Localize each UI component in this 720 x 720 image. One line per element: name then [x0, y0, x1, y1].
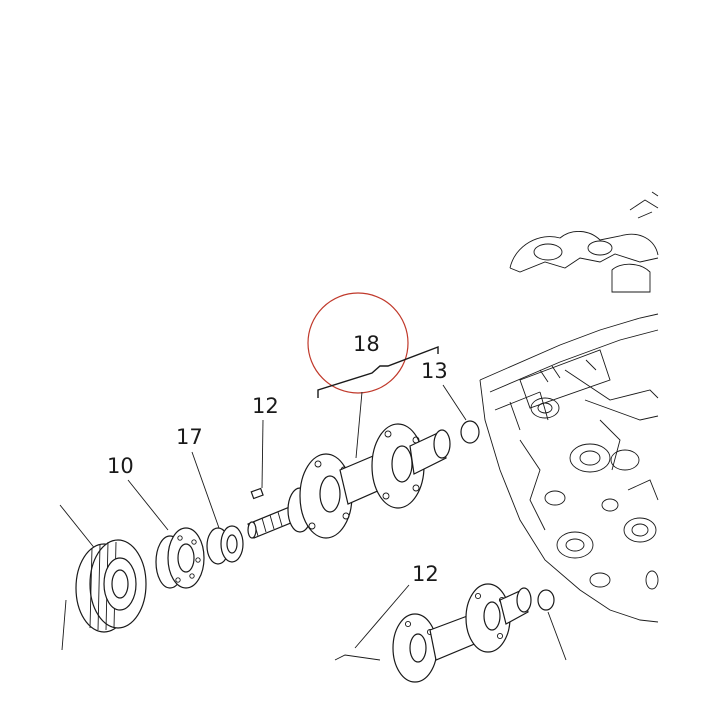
o-ring-part — [460, 420, 480, 444]
bearing-part — [206, 525, 244, 565]
callout-17: 17 — [176, 425, 203, 449]
engine-bores — [519, 359, 659, 590]
callout-13: 13 — [421, 359, 448, 383]
leader-lines — [59, 384, 567, 661]
callout-10: 10 — [107, 454, 134, 478]
callout-12-top: 12 — [252, 394, 279, 418]
camshaft — [247, 423, 451, 539]
assembly-bracket — [317, 345, 439, 398]
hub-part — [155, 527, 205, 589]
lower-camshaft — [334, 583, 555, 683]
engine-block — [479, 191, 659, 623]
callout-12-bottom: 12 — [412, 562, 439, 586]
key-part — [250, 487, 264, 500]
highlight-circle — [307, 292, 409, 394]
callout-18: 18 — [353, 332, 380, 356]
cylinder-head — [479, 313, 659, 623]
timing-pulley — [61, 539, 147, 651]
rocker-assembly — [509, 191, 659, 293]
